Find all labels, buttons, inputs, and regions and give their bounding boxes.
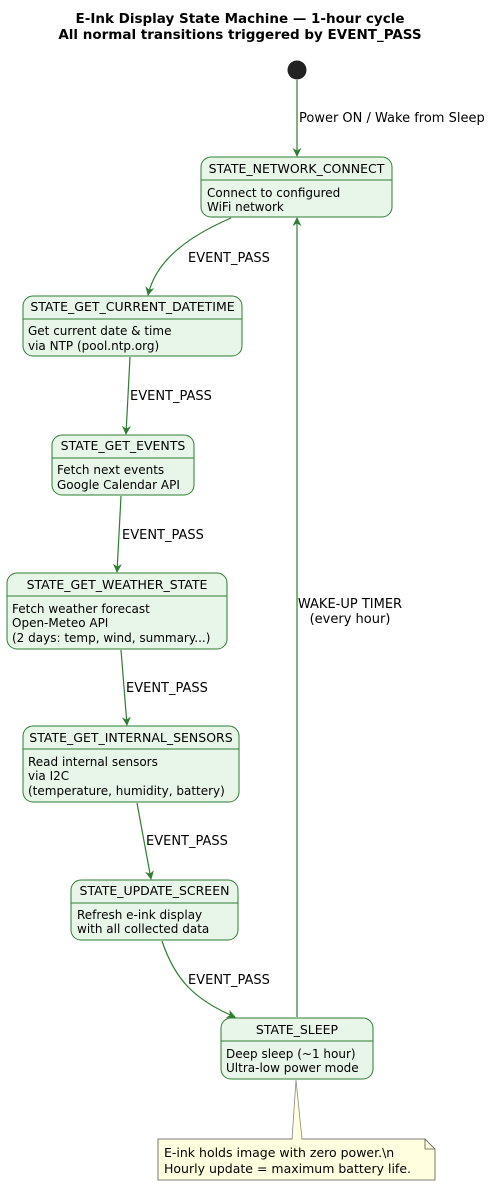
edge-label-wake-line1: WAKE-UP TIMER — [298, 597, 402, 612]
state-desc-line: Fetch next events — [57, 463, 164, 477]
state-desc-line: (temperature, humidity, battery) — [28, 784, 225, 798]
edge-label-t5: EVENT_PASS — [146, 834, 228, 849]
state-desc-line: Read internal sensors — [28, 755, 158, 769]
note-text-line: E-ink holds image with zero power.\n — [164, 1145, 394, 1160]
state-desc-line: via NTP (pool.ntp.org) — [28, 339, 159, 353]
state-desc-line: Deep sleep (~1 hour) — [226, 1047, 356, 1061]
state-get-weather-state: STATE_GET_WEATHER_STATE Fetch weather fo… — [6, 572, 228, 650]
initial-node — [287, 60, 307, 80]
edge-label-t2: EVENT_PASS — [130, 389, 212, 404]
edge-label-t4: EVENT_PASS — [126, 681, 208, 696]
state-desc-line: Google Calendar API — [57, 478, 180, 492]
edge-update-to-sleep — [161, 940, 236, 1018]
state-update-screen: STATE_UPDATE_SCREEN Refresh e-ink displa… — [70, 879, 239, 941]
state-network-connect: STATE_NETWORK_CONNECT Connect to configu… — [200, 156, 393, 218]
edge-label-t6: EVENT_PASS — [188, 973, 270, 988]
state-name: STATE_NETWORK_CONNECT — [209, 161, 385, 176]
state-name: STATE_GET_CURRENT_DATETIME — [30, 299, 234, 314]
state-get-current-datetime: STATE_GET_CURRENT_DATETIME Get current d… — [22, 295, 243, 357]
diagram-title-line1: E-Ink Display State Machine — 1-hour cyc… — [76, 11, 405, 27]
state-name: STATE_SLEEP — [256, 1022, 339, 1037]
state-desc-line: Refresh e-ink display — [77, 908, 202, 922]
state-desc-line: Get current date & time — [28, 324, 171, 338]
note-connector — [291, 1079, 303, 1140]
state-desc-line: via I2C — [28, 769, 69, 783]
state-desc-line: Fetch weather forecast — [12, 602, 150, 616]
state-name: STATE_GET_EVENTS — [61, 438, 186, 453]
state-desc-line: (2 days: temp, wind, summary...) — [12, 631, 210, 645]
edge-events-to-weather — [112, 495, 122, 573]
state-desc-line: Connect to configured — [207, 186, 340, 200]
edge-label-wake-line2: (every hour) — [310, 612, 391, 627]
state-sleep: STATE_SLEEP Deep sleep (~1 hour) Ultra-l… — [220, 1017, 374, 1080]
edge-label-t1: EVENT_PASS — [188, 251, 270, 266]
edge-label-start: Power ON / Wake from Sleep — [299, 111, 485, 126]
edge-label-t3: EVENT_PASS — [122, 528, 204, 543]
state-desc-line: Ultra-low power mode — [226, 1061, 359, 1075]
state-name: STATE_GET_WEATHER_STATE — [27, 577, 208, 592]
sleep-note: E-ink holds image with zero power.\n Hou… — [157, 1137, 436, 1181]
state-get-internal-sensors: STATE_GET_INTERNAL_SENSORS Read internal… — [22, 725, 240, 803]
edge-datetime-to-events — [121, 356, 131, 435]
state-name: STATE_GET_INTERNAL_SENSORS — [29, 730, 232, 745]
state-name: STATE_UPDATE_SCREEN — [80, 883, 230, 898]
edge-network-to-datetime — [145, 217, 232, 296]
note-text-line: Hourly update = maximum battery life. — [164, 1161, 411, 1176]
diagram-title-line2: All normal transitions triggered by EVEN… — [58, 27, 421, 43]
state-get-events: STATE_GET_EVENTS Fetch next events Googl… — [51, 434, 195, 496]
state-desc-line: WiFi network — [207, 200, 284, 214]
state-desc-line: with all collected data — [77, 922, 209, 936]
state-desc-line: Open-Meteo API — [12, 616, 108, 630]
edge-weather-to-sensors — [120, 649, 131, 726]
edge-sensors-to-update — [136, 802, 154, 880]
